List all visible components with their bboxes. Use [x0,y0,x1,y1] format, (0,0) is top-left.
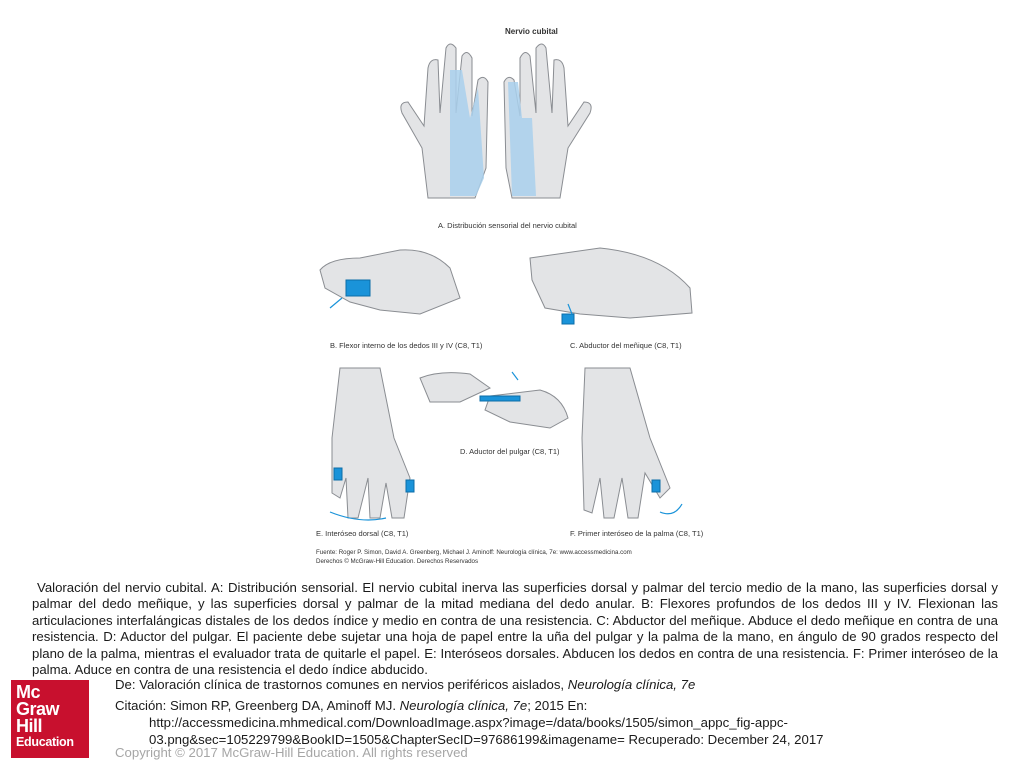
hand-a-right [503,43,592,199]
citation-authors: Simon RP, Greenberg DA, Aminoff MJ. [169,698,400,713]
label-panel-c: C. Abductor del meñique (C8, T1) [570,341,682,350]
hand-a-left [400,43,489,199]
figure-illustration: Nervio cubital A. Distribución sensorial… [316,27,704,565]
resistance-block-c [561,313,575,325]
label-panel-d: D. Aductor del pulgar (C8, T1) [460,447,560,456]
citation-year: ; 2015 En: [527,698,588,713]
ulnar-nerve-figure: Nervio cubital A. Distribución sensorial… [300,18,730,566]
figure-title: Nervio cubital [505,27,558,36]
logo-line-3: Hill [16,716,43,736]
figure-source: Fuente: Roger P. Simon, David A. Greenbe… [316,549,632,556]
hand-d [419,372,569,429]
label-panel-f: F. Primer interóseo de la palma (C8, T1) [570,529,704,538]
copyright-notice: Copyright © 2017 McGraw-Hill Education. … [115,745,468,760]
label-panel-a: A. Distribución sensorial del nervio cub… [438,221,577,230]
label-panel-b: B. Flexor interno de los dedos III y IV … [330,341,483,350]
citation-label: Citación: [115,698,170,713]
logo-line-4: Education [16,735,74,749]
citation-book: Neurología clínica, 7e [399,698,528,713]
figure-caption: Valoración del nervio cubital. A: Distri… [32,580,998,678]
mcgraw-hill-logo: Mc Graw Hill Education [11,680,89,758]
logo-line-1: Mc [16,682,41,702]
label-panel-e: E. Interóseo dorsal (C8, T1) [316,529,409,538]
hand-e [331,367,415,519]
citation-url-2: 03.png&sec=105229799&BookID=1505&Chapter… [149,732,824,747]
source-label: De: [115,677,140,692]
paper-sheet-d [479,395,521,402]
hand-c [529,247,693,325]
citation-line: Citación: Simon RP, Greenberg DA, Aminof… [115,697,1015,714]
source-line: De: Valoración clínica de trastornos com… [115,676,1015,693]
hand-f [581,367,671,519]
hand-b [319,249,461,315]
source-text: Valoración clínica de trastornos comunes… [139,677,568,692]
figure-rights: Derechos © McGraw-Hill Education. Derech… [316,558,478,565]
logo-line-2: Graw [16,699,60,719]
citation-block: De: Valoración clínica de trastornos com… [115,676,1015,748]
resistance-block-b [345,279,371,297]
citation-url-1: http://accessmedicina.mhmedical.com/Down… [149,715,788,730]
source-book: Neurología clínica, 7e [567,677,696,692]
